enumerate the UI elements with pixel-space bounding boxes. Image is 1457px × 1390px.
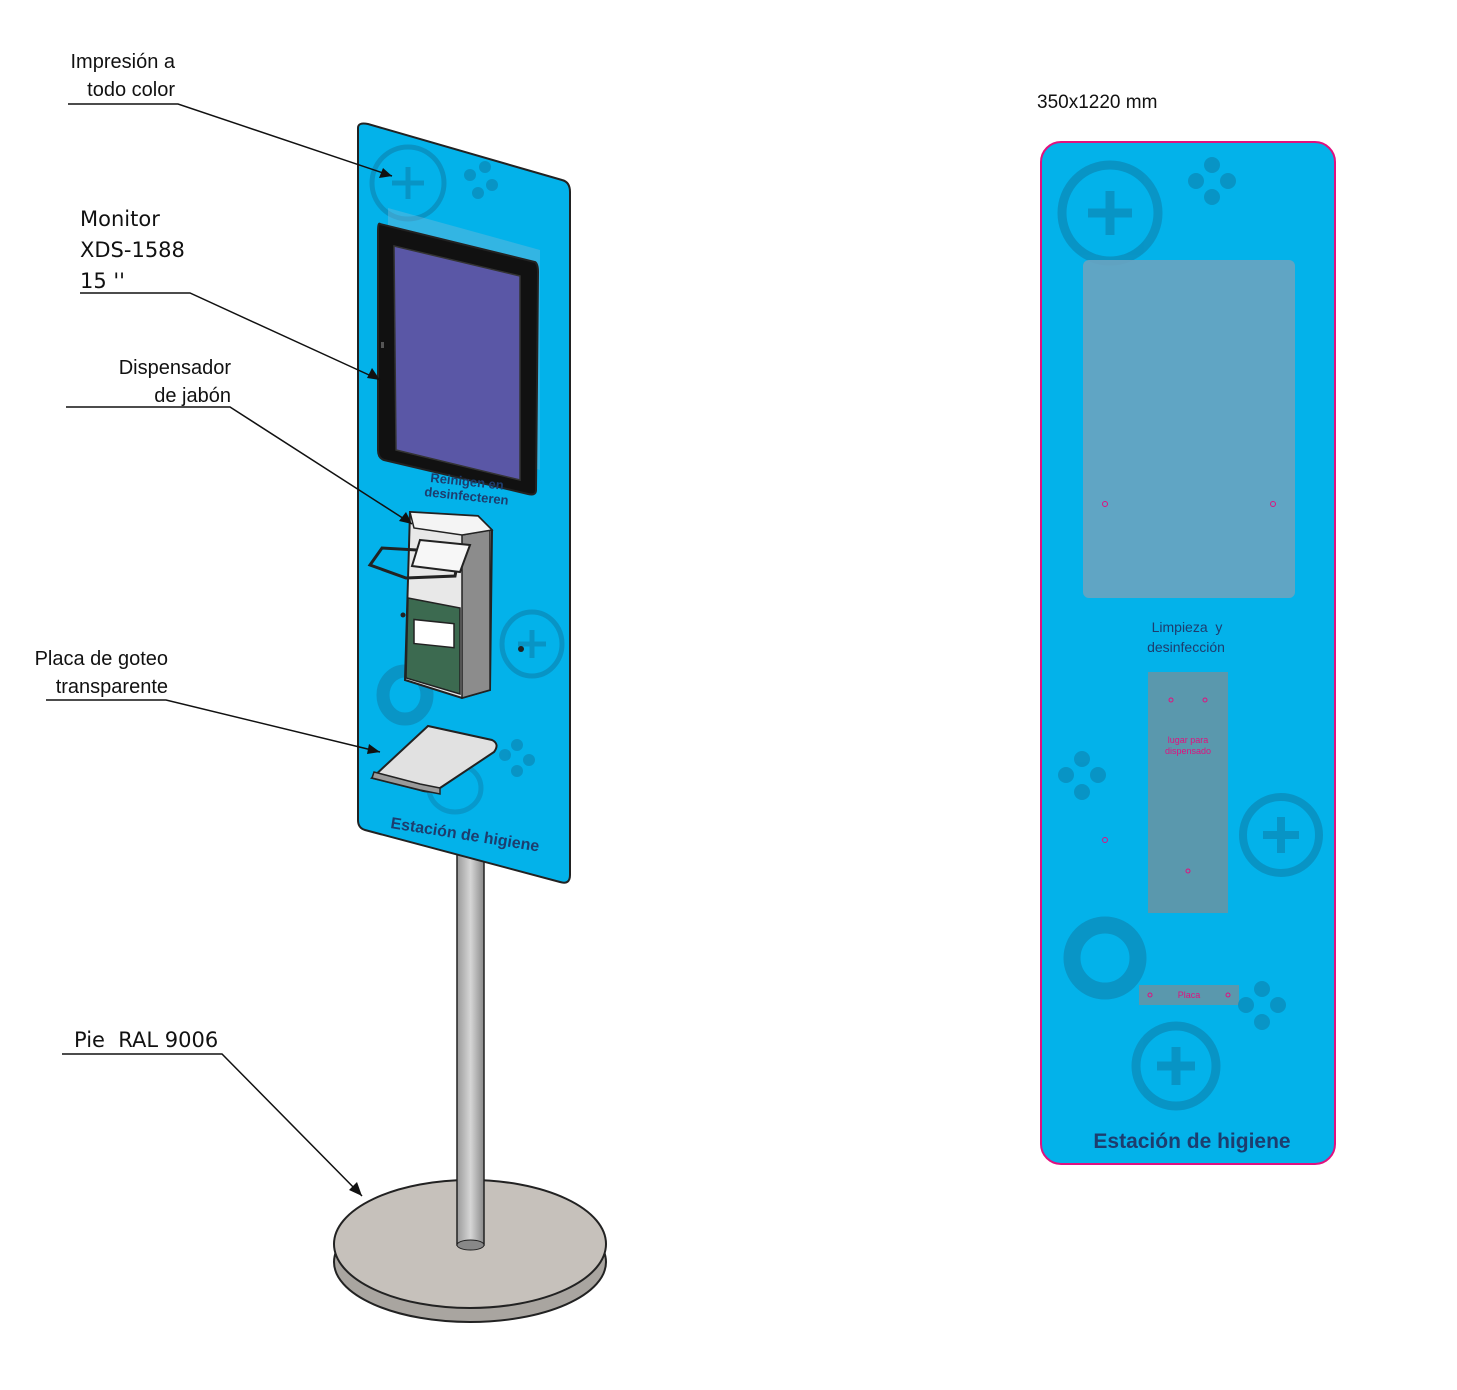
flat-section-title-line1: Limpieza y — [1152, 619, 1223, 635]
callout-placa-line2: transparente — [55, 676, 168, 698]
stand-pole — [456, 849, 485, 1251]
flat-dimensions: 350x1220 mm — [1037, 92, 1157, 113]
flat-plus-icon-bottom — [1131, 1021, 1221, 1111]
flat-dispenser-area — [1148, 672, 1228, 913]
panel-plus-icon-top — [369, 144, 447, 222]
callout-pie: Pie RAL 9006 — [74, 1028, 219, 1052]
mount-hole — [1225, 992, 1231, 998]
flat-dispenser-label-line2: dispensado — [1165, 746, 1211, 756]
flat-panel — [1040, 141, 1336, 1165]
callout-impresion-line2: todo color — [87, 79, 175, 101]
flat-section-title-line2: desinfección — [1147, 639, 1225, 655]
drip-tray — [369, 724, 498, 795]
leader-lines — [46, 103, 413, 1197]
leader-arrowheads — [349, 168, 412, 1196]
panel-dots-icon-top — [464, 161, 498, 199]
callout-impresion-line1: Impresión a — [70, 51, 176, 73]
mount-hole — [1202, 697, 1208, 703]
mount-hole — [1270, 501, 1276, 507]
flat-dispenser-label-line1: lugar para — [1168, 735, 1209, 745]
mount-hole — [1168, 697, 1174, 703]
flat-dots-icon-middle — [1058, 751, 1106, 800]
callout-dispensador-line2: de jabón — [154, 385, 231, 407]
callout-monitor-line2: XDS-1588 — [80, 238, 185, 262]
callout-dispensador: Dispensador de jabón — [80, 354, 231, 410]
callout-monitor-line3: 15 '' — [80, 269, 125, 293]
mount-hole — [1147, 992, 1153, 998]
callout-monitor: Monitor XDS-1588 15 '' — [80, 204, 185, 297]
soap-dispenser — [367, 510, 524, 700]
flat-tray-label: Placa — [1178, 990, 1201, 1000]
flat-ring-icon — [1063, 916, 1147, 1000]
monitor-xds-1588 — [377, 208, 540, 496]
flat-footer-text: Estación de higiene — [1093, 1130, 1290, 1153]
callout-placa-line1: Placa de goteo — [34, 648, 168, 670]
callout-impresion: Impresión a todo color — [50, 48, 176, 104]
flat-plus-icon-middle — [1239, 793, 1323, 877]
callout-placa: Placa de goteo transparente — [6, 645, 168, 701]
mount-hole — [1102, 501, 1108, 507]
callout-dispensador-line1: Dispensador — [118, 357, 231, 379]
flat-tray-area — [1139, 985, 1239, 1005]
flat-monitor-area — [1083, 260, 1295, 598]
flat-dots-icon-bottom — [1238, 981, 1286, 1030]
callout-monitor-line1: Monitor — [80, 207, 160, 231]
mount-hole — [1185, 868, 1191, 874]
panel-dots-icon-bottom — [499, 739, 535, 777]
mount-hole — [1102, 837, 1108, 843]
flat-dots-icon-top — [1188, 157, 1236, 205]
panel-plus-icon-middle — [499, 609, 565, 679]
